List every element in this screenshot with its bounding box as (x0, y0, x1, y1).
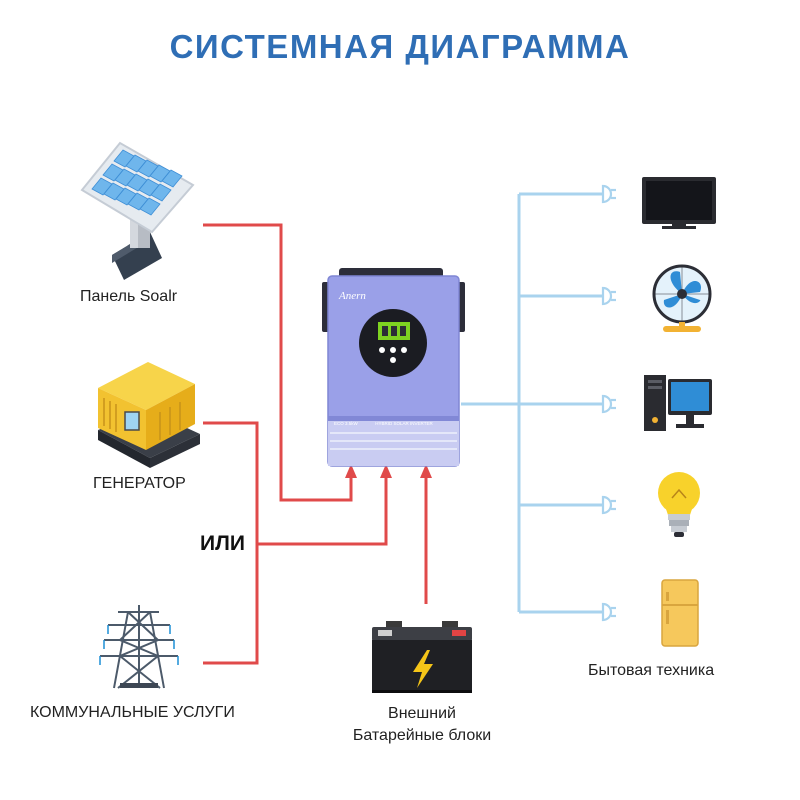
utility-label: КОММУНАЛЬНЫЕ УСЛУГИ (30, 704, 235, 721)
computer-icon (644, 375, 712, 431)
plug-icon (601, 602, 616, 622)
grid-wire (257, 473, 388, 546)
light-bulb-icon (658, 472, 700, 537)
source-wiring (203, 223, 428, 665)
refrigerator-icon (661, 579, 699, 647)
load-wiring (461, 192, 603, 614)
inverter-panel-text: HYBRID SOLAR INVERTER (375, 421, 433, 426)
or-label: ИЛИ (200, 532, 245, 555)
arrowheads (345, 464, 432, 478)
generator-label: ГЕНЕРАТОР (93, 475, 186, 492)
appliances-label: Бытовая техника (588, 662, 715, 679)
plug-icon (601, 394, 616, 414)
arrow-up-icon (345, 464, 357, 478)
plugs (601, 184, 616, 622)
battery-label-line2: Батарейные блоки (352, 727, 492, 744)
utility-tower-icon (99, 605, 179, 689)
arrow-up-icon (420, 464, 432, 478)
battery-label: Внешний Батарейные блоки (322, 703, 522, 747)
page-title: СИСТЕМНАЯ ДИАГРАММА (169, 28, 631, 65)
arrow-up-icon (380, 464, 392, 478)
generator-icon (98, 362, 200, 468)
inverter-brand: Anern (338, 290, 366, 302)
battery-label-line1: Внешний (388, 705, 456, 722)
inverter-model: ECO 3.5kW (334, 421, 359, 426)
fan-icon (652, 264, 712, 332)
inverter: Anern HYBRID SOLAR INVERTER ECO 3.5kW (322, 268, 465, 467)
solar-panel-icon (80, 141, 195, 280)
tv-icon (642, 177, 716, 229)
plug-icon (601, 286, 616, 306)
plug-icon (601, 184, 616, 204)
battery-icon (372, 621, 472, 693)
plug-icon (601, 495, 616, 515)
solar-panel-label: Панель Soalr (80, 288, 178, 305)
solar-wire (203, 223, 353, 502)
